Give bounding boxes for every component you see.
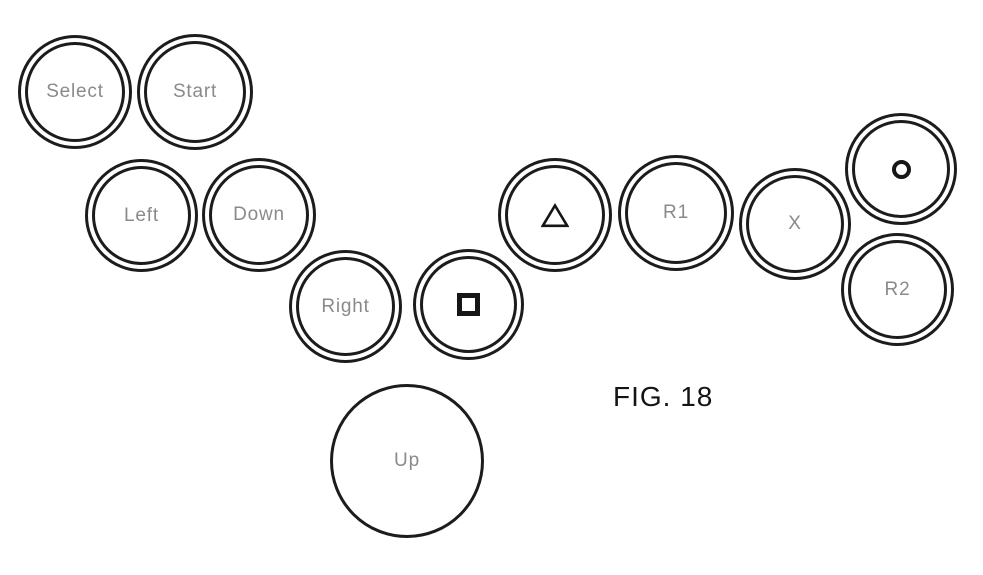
figure-caption: FIG. 18 xyxy=(613,381,714,412)
button-r1-label: R1 xyxy=(663,202,689,223)
button-r2: R2 xyxy=(841,233,954,346)
button-up: Up xyxy=(330,384,484,538)
button-left-label: Left xyxy=(124,204,159,226)
button-select-label: Select xyxy=(46,81,104,102)
button-circle xyxy=(845,113,957,225)
circle-symbol-icon xyxy=(891,159,911,179)
button-start: Start xyxy=(137,34,253,150)
button-r1: R1 xyxy=(618,155,734,271)
button-x-label: X xyxy=(788,213,802,234)
button-down: Down xyxy=(202,158,316,272)
triangle-symbol-icon xyxy=(541,202,569,227)
button-right: Right xyxy=(289,250,402,363)
button-x: X xyxy=(739,168,851,280)
button-select: Select xyxy=(18,35,132,149)
button-start-label: Start xyxy=(172,81,218,102)
button-down-label: Down xyxy=(233,204,285,225)
button-right-label: Right xyxy=(321,295,370,317)
square-symbol-icon xyxy=(457,293,480,316)
button-square xyxy=(413,249,524,360)
button-triangle xyxy=(498,158,612,272)
button-left: Left xyxy=(85,159,198,272)
button-up-label: Up xyxy=(394,450,420,471)
button-r2-label: R2 xyxy=(884,278,911,300)
